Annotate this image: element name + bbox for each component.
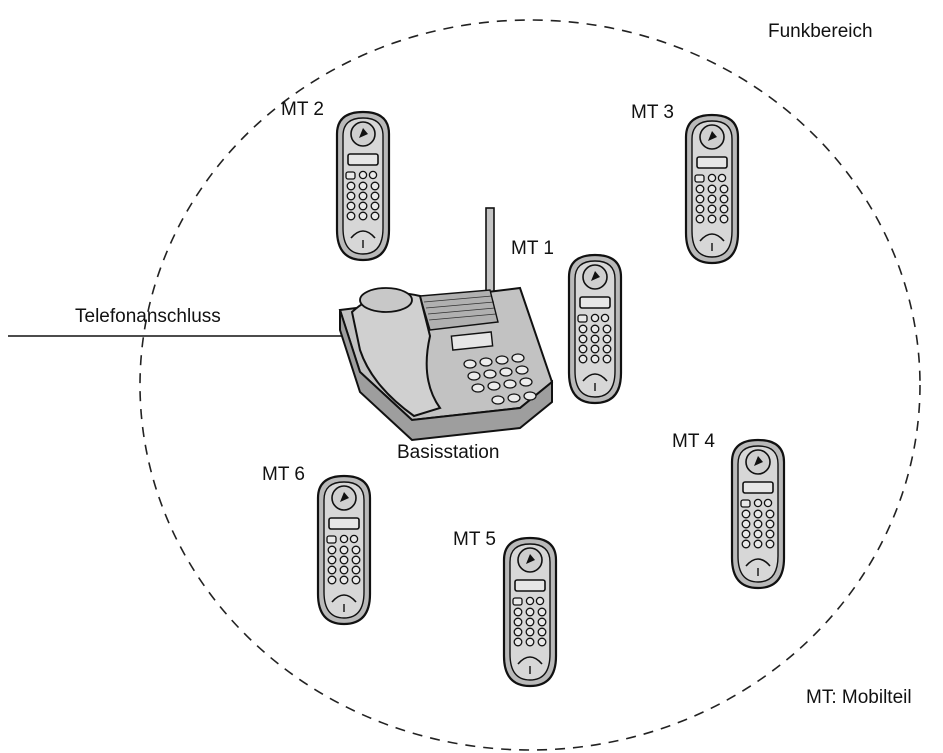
handset-label-mt2: MT 2 (281, 99, 324, 120)
phone-line-label: Telefonanschluss (75, 306, 221, 327)
handset-mt3-icon (684, 113, 740, 265)
base-station-icon (338, 207, 554, 442)
handset-label-mt1: MT 1 (511, 238, 554, 259)
handset-label-mt5: MT 5 (453, 529, 496, 550)
radio-range-boundary (139, 19, 921, 751)
handset-label-mt6: MT 6 (262, 464, 305, 485)
handset-mt5-icon (502, 536, 558, 688)
base-station-label: Basisstation (397, 442, 500, 463)
handset-mt2-icon (335, 110, 391, 262)
handset-mt1-icon (567, 253, 623, 405)
handset-label-mt4: MT 4 (672, 431, 715, 452)
radio-range-label: Funkbereich (768, 21, 873, 42)
handset-mt4-icon (730, 438, 786, 590)
legend-label: MT: Mobilteil (806, 687, 912, 708)
handset-label-mt3: MT 3 (631, 102, 674, 123)
handset-mt6-icon (316, 474, 372, 626)
